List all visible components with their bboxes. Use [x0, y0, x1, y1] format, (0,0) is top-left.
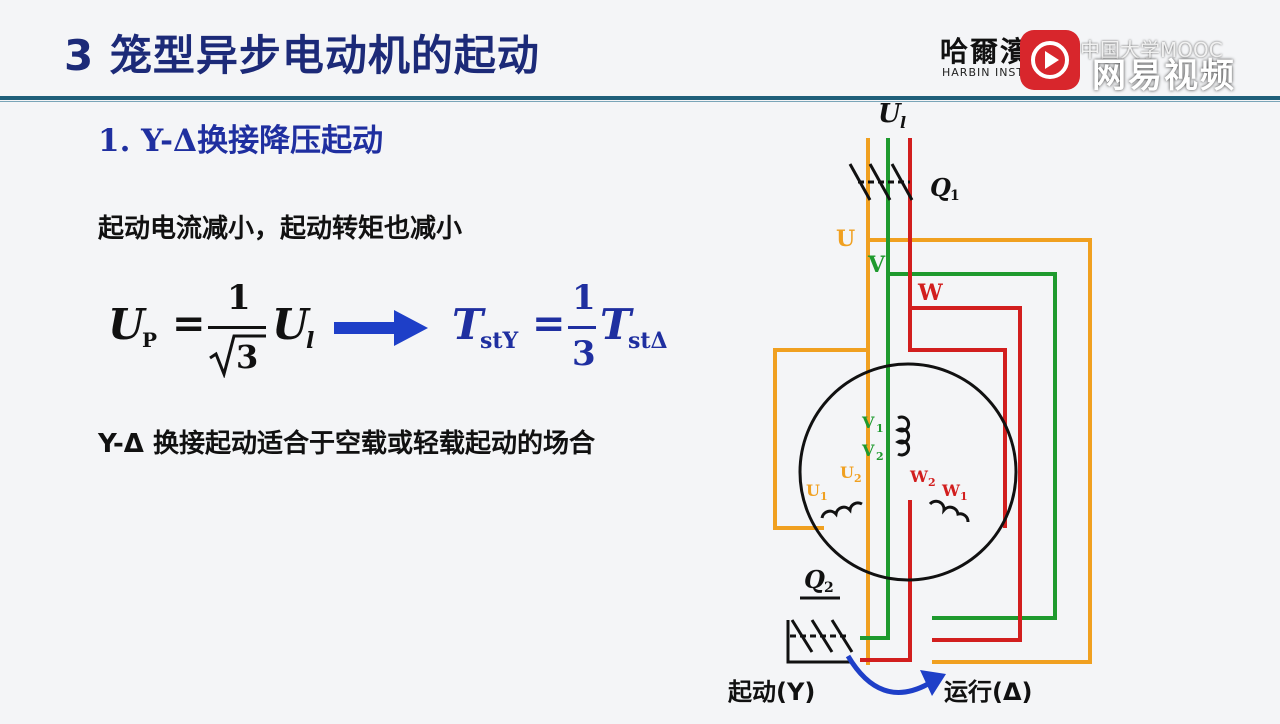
formula-t-sub-y: stY: [480, 328, 519, 354]
formula-t-sub-d: stΔ: [628, 328, 668, 354]
q1-label-sub: 1: [950, 188, 960, 204]
terminal-u2-sub: 2: [854, 472, 862, 485]
university-logo-english: HARBIN INSTITU: [942, 66, 1046, 79]
terminal-v1-label: V: [861, 413, 875, 432]
terminal-w1-sub: 1: [960, 490, 968, 503]
wire-w-inner: [908, 308, 1007, 528]
v-winding-coil: [895, 415, 911, 457]
wire-v-phase: [860, 138, 890, 640]
q2-switch-symbol: [786, 596, 854, 664]
q1-switch-symbol: [848, 163, 914, 201]
w-winding-coil: [928, 499, 970, 523]
statement-text: 起动电流减小，起动转矩也减小: [98, 214, 463, 244]
formula-sqrt-symbol: [209, 334, 266, 378]
wire-w-down: [860, 500, 912, 662]
header-divider: [0, 96, 1280, 100]
formula-equals-1: =: [172, 300, 206, 347]
q2-label-sub: 2: [824, 580, 834, 596]
formula-t-var-y: T: [452, 300, 484, 349]
terminal-w2-sub: 2: [928, 476, 936, 489]
formula-up-var: U: [108, 300, 145, 349]
brand-watermark: 网易视频: [1092, 56, 1236, 96]
wye-delta-circuit-diagram: U l Q 1 U V W V 1 V 2 U 1 U 2 W 2 W 1 Q …: [720, 99, 1280, 720]
q2-label: Q: [804, 565, 825, 594]
play-icon: [1031, 41, 1069, 79]
formula-equals-2: =: [532, 300, 566, 347]
formula-frac2-den: 3: [572, 334, 596, 374]
u-winding-coil: [820, 501, 863, 519]
supply-label: U: [878, 100, 902, 129]
logo: 哈爾濱 HARBIN INSTITU 中国大学MOOC 网易视频: [940, 24, 1260, 96]
terminal-u1-sub: 1: [820, 490, 828, 503]
formula-ul-sub: l: [306, 328, 315, 354]
circuit-svg: U l Q 1 U V W V 1 V 2 U 1 U 2 W 2 W 1 Q …: [727, 99, 1092, 706]
implies-arrow-icon: [334, 310, 428, 346]
line-w-label: W: [917, 280, 943, 306]
mooc-watermark: 中国大学MOOC: [1080, 38, 1223, 62]
wire-w-phase: [908, 138, 1022, 642]
formula-t-var-d: T: [600, 300, 632, 349]
line-v-label: V: [867, 252, 886, 278]
switch-direction-arrow: [845, 654, 930, 695]
university-logo-text: 哈爾濱: [940, 35, 1031, 68]
formula-frac2-num: 1: [572, 278, 596, 318]
switch-direction-arrowhead: [920, 670, 946, 696]
slide-title: 3 笼型异步电动机的起动: [64, 31, 540, 80]
line-u-label: U: [836, 226, 855, 252]
header-divider-thin: [0, 101, 1280, 102]
formula-frac1-den: 3: [236, 338, 259, 376]
formula-frac1-bar: [208, 326, 266, 329]
formula-ul-var: U: [272, 300, 309, 349]
formula-frac2-bar: [568, 326, 596, 329]
terminal-w1-label: W: [941, 481, 961, 500]
terminal-w2-label: W: [909, 467, 929, 486]
wire-u-loop-right: [868, 238, 1092, 664]
q1-label: Q: [930, 173, 951, 202]
formula-up-sub: P: [142, 328, 158, 352]
section-subtitle: 1. Y-Δ换接降压起动: [98, 123, 384, 159]
formula: U P = 1 3 U l T stY = 1 3 T stΔ: [100, 278, 700, 388]
supply-label-sub: l: [900, 113, 906, 132]
wire-v-loop-right: [888, 272, 1057, 620]
wire-u-loop-left: [773, 348, 868, 530]
terminal-v2-sub: 2: [876, 450, 884, 463]
terminal-u1-label: U: [806, 481, 820, 500]
run-position-label: 运行(Δ): [944, 678, 1033, 706]
application-note: Y-Δ 换接起动适合于空载或轻载起动的场合: [98, 429, 595, 459]
terminal-u2-label: U: [840, 463, 854, 482]
netease-play-icon: [1020, 30, 1080, 90]
terminal-v1-sub: 1: [876, 422, 884, 435]
motor-stator-circle: [798, 362, 1018, 582]
terminal-v2-label: V: [861, 441, 875, 460]
formula-frac1-num: 1: [227, 278, 251, 318]
start-position-label: 起动(Y): [727, 678, 815, 706]
